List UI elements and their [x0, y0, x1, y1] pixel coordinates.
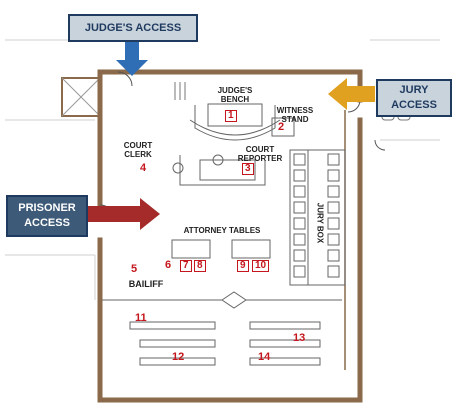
number-3: 3: [242, 163, 254, 175]
court-clerk-label-line2: CLERK: [124, 150, 152, 159]
jury-chair: [327, 265, 340, 278]
jury-chair: [293, 233, 306, 246]
jury-chair: [327, 233, 340, 246]
prisoner-access-label-line1: PRISONER: [18, 202, 76, 214]
attorney-table-left: [171, 239, 211, 259]
jury-access-callout: JURY ACCESS: [376, 79, 452, 117]
jury-chair: [327, 153, 340, 166]
jury-box-label: JURY BOX: [314, 178, 326, 268]
number-6: 6: [165, 259, 172, 271]
number-12: 12: [172, 351, 185, 363]
background-context: [5, 39, 440, 300]
jury-chairs: [293, 153, 340, 278]
number-4: 4: [140, 162, 147, 174]
prisoner-access-arrow: [86, 198, 160, 230]
judges-bench-label-line2: BENCH: [220, 95, 250, 104]
courtroom-walls: [97, 69, 363, 403]
jury-box: [289, 149, 346, 286]
number-13: 13: [293, 332, 306, 344]
judges-bench-label: JUDGE'S BENCH: [210, 86, 260, 104]
attorney-tables-label: ATTORNEY TABLES: [168, 226, 276, 235]
judges-access-label: JUDGE'S ACCESS: [84, 22, 182, 34]
attorney-table-right: [231, 239, 271, 259]
attorney-tables: [171, 239, 271, 259]
jury-chair: [327, 169, 340, 182]
jury-chair: [327, 201, 340, 214]
bar-rail: [102, 291, 342, 309]
jury-chair: [293, 153, 306, 166]
prisoner-access-label-line2: ACCESS: [24, 217, 70, 229]
jury-chair: [327, 185, 340, 198]
court-clerk-label: COURT CLERK: [118, 141, 158, 159]
number-14: 14: [258, 351, 271, 363]
number-10: 10: [252, 260, 270, 272]
witness-stand-label-line1: WITNESS: [276, 106, 314, 115]
bench-steps: [174, 82, 186, 100]
court-clerk-label-line1: COURT: [123, 141, 153, 150]
number-2: 2: [278, 121, 285, 133]
court-reporter-label-line2: REPORTER: [237, 154, 283, 163]
judges-bench-label-line1: JUDGE'S: [217, 86, 253, 95]
jury-box-label-text: JURY BOX: [315, 202, 325, 244]
judges-access-callout: JUDGE'S ACCESS: [68, 14, 198, 42]
number-1: 1: [225, 110, 237, 122]
witness-stand-label-line2: STAND: [281, 115, 309, 124]
number-8: 8: [194, 260, 206, 272]
witness-stand-label: WITNESS STAND: [272, 106, 318, 124]
jury-chair: [327, 217, 340, 230]
number-11: 11: [135, 312, 147, 324]
jury-chair: [327, 249, 340, 262]
number-7: 7: [180, 260, 192, 272]
jury-chair: [293, 201, 306, 214]
jury-access-label-line1: JURY: [399, 84, 429, 96]
number-5: 5: [131, 263, 138, 275]
bailiff-label-text: BAILIFF: [128, 279, 164, 289]
jury-chair: [293, 169, 306, 182]
clerk-reporter-desks: [172, 154, 266, 186]
jury-access-arrow: [328, 78, 375, 110]
witness-stand: [271, 117, 295, 137]
bailiff-label: BAILIFF: [128, 280, 164, 289]
judges-access-arrow: [116, 42, 148, 76]
attorney-tables-label-text: ATTORNEY TABLES: [183, 226, 261, 235]
gallery-benches: [129, 321, 321, 366]
jury-chair: [293, 185, 306, 198]
court-reporter-label: COURT REPORTER: [230, 145, 290, 163]
number-9: 9: [237, 260, 249, 272]
elevator-box: [61, 77, 101, 117]
jury-chair: [293, 249, 306, 262]
court-reporter-label-line1: COURT: [245, 145, 275, 154]
prisoner-access-callout: PRISONER ACCESS: [6, 195, 88, 237]
jury-chair: [293, 217, 306, 230]
jury-chair: [293, 265, 306, 278]
jury-access-label-line2: ACCESS: [391, 99, 437, 111]
